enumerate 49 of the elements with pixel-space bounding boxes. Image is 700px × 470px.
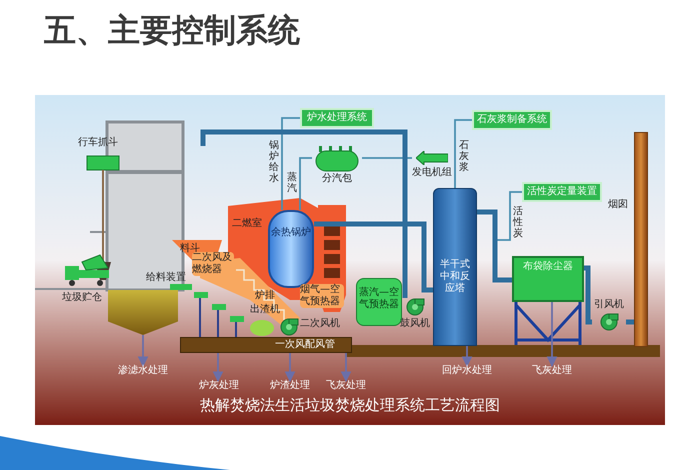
outlet-label: 渗滤水处理 [108, 366, 178, 379]
edge-label: 锅炉给水 [269, 140, 279, 184]
pipe-line [584, 266, 592, 324]
pipe-line [454, 119, 472, 188]
fan-label: 引风机 [594, 300, 624, 310]
pipe-line [299, 157, 312, 210]
edge-label: 石灰浆 [459, 140, 469, 173]
pipe-line [626, 320, 634, 324]
outlet-label: 炉灰处理 [198, 381, 240, 394]
page-title: 五、主要控制系统 [44, 14, 300, 46]
figure-caption: 热解焚烧法生活垃圾焚烧处理系统工艺流程图 [199, 398, 501, 413]
pipe-line [477, 210, 512, 282]
flow-arrow [212, 353, 224, 382]
flow-arrow [284, 353, 296, 382]
edge-label: 蒸汽 [287, 172, 297, 194]
part-label: 二燃室 [232, 218, 263, 230]
part-label: 二次风机 [300, 318, 341, 330]
reactor-tower: 半干式中和反应塔 [433, 188, 477, 346]
pipe-line [200, 130, 408, 298]
flow-arrow [546, 302, 558, 368]
bag-filter: 布袋除尘器 [512, 256, 584, 302]
flow-arrow [138, 335, 148, 368]
outlet-label: 飞灰处理 [325, 381, 367, 394]
generator-label: 发电机组 [412, 168, 452, 178]
outlet-label: 飞灰处理 [530, 366, 574, 379]
pipe-line [314, 222, 433, 292]
system-box: 活性炭定量装置 [522, 182, 602, 202]
pipe-line [362, 157, 412, 159]
flow-arrow [462, 346, 472, 368]
fan-label: 鼓风机 [400, 319, 430, 329]
part-label: 二次风及燃烧器 [192, 252, 234, 276]
part-label: 烟气—空气预热器 [300, 284, 344, 308]
system-box: 石灰浆制备系统 [472, 110, 552, 130]
part-label: 料斗 [180, 243, 200, 254]
outlet-label: 炉渣处理 [269, 381, 311, 394]
outlet-label: 回炉水处理 [440, 366, 494, 379]
part-label: 出渣机 [250, 304, 281, 316]
pipe-line [495, 191, 522, 241]
air-duct-bar: 一次风配风管 [180, 337, 352, 353]
part-label: 行车抓斗 [78, 137, 119, 149]
part-label: 给料装置 [146, 272, 187, 284]
part-label: 垃圾贮仓 [62, 292, 103, 304]
flow-arrow [340, 353, 352, 382]
drum-label: 分汽包 [322, 174, 352, 184]
pipe-line [281, 117, 300, 210]
chimney-label: 烟囱 [608, 200, 628, 210]
system-box: 炉水处理系统 [300, 108, 374, 128]
edge-label: 活性炭 [513, 206, 523, 239]
part-label: 炉排 [255, 290, 276, 302]
